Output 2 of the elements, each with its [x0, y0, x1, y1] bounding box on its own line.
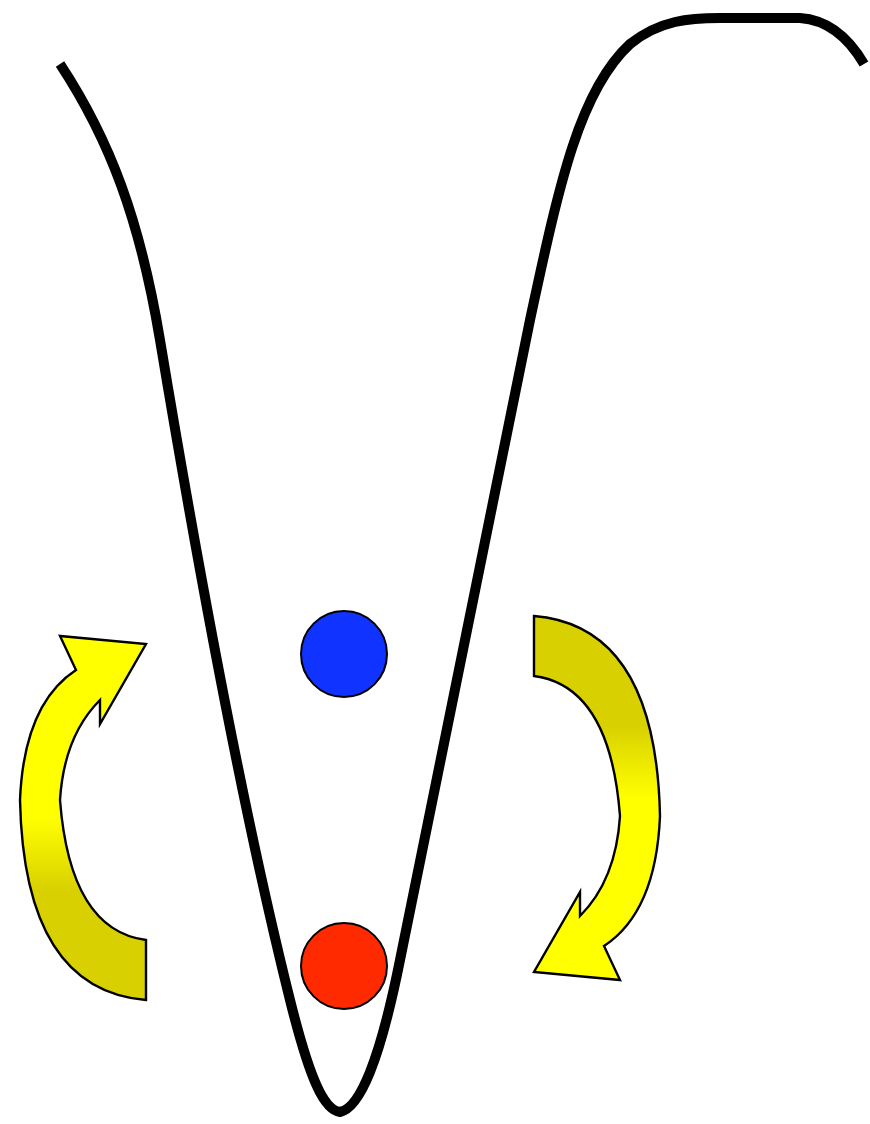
ball: [300, 610, 388, 698]
ball: [300, 922, 388, 1010]
